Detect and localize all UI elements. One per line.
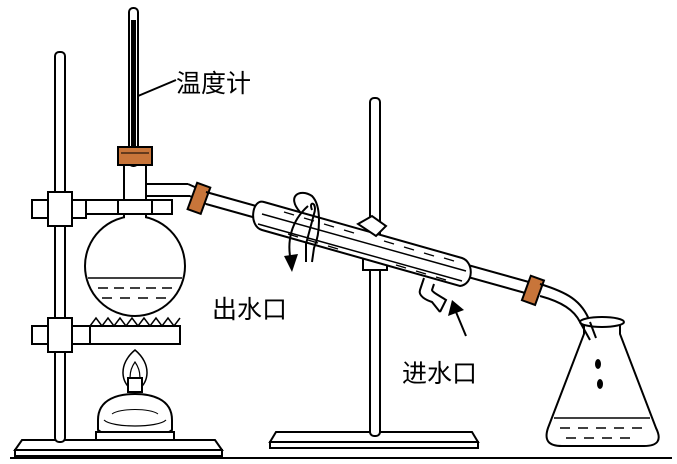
water-inlet-arrow	[448, 300, 467, 337]
label-thermometer: 温度计	[176, 69, 251, 98]
label-water-inlet: 进水口	[402, 359, 477, 388]
adapter-stopper	[520, 274, 546, 307]
label-water-outlet: 出水口	[212, 295, 287, 324]
liebig-condenser	[186, 181, 546, 313]
left-iron-stand	[13, 51, 224, 457]
flask-stopper	[117, 146, 153, 166]
water-outlet-arrow	[284, 205, 309, 272]
alcohol-lamp	[89, 316, 181, 441]
condenser-inlet-stopper	[186, 181, 212, 216]
thermometer	[128, 7, 177, 167]
receiving-flask	[545, 316, 660, 447]
right-iron-stand	[268, 97, 480, 449]
distillation-flask	[84, 146, 207, 317]
adapter-tube	[539, 283, 591, 323]
